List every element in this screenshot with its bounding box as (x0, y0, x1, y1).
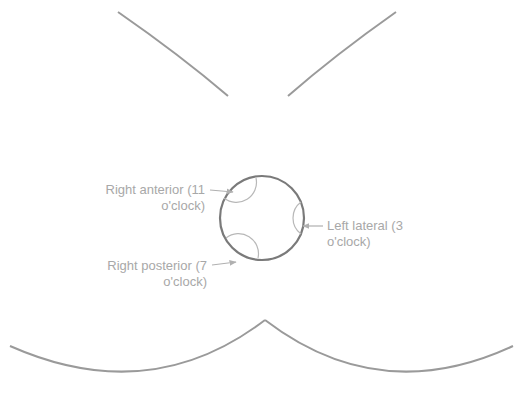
leader-line (303, 225, 323, 226)
hemorrhoid-cushion (224, 178, 256, 202)
buttock-outline (10, 320, 265, 372)
position-label: Right anterior (11 o'clock) (105, 182, 205, 214)
position-label: Right posterior (7 o'clock) (107, 258, 207, 290)
leader-line (210, 190, 233, 192)
hemorrhoid-cushion (226, 234, 258, 258)
buttock-outline (288, 12, 396, 96)
buttock-outline (265, 320, 513, 372)
leader-line (212, 262, 236, 265)
position-label: Left lateral (3 o'clock) (327, 218, 407, 250)
anal-canal (220, 176, 304, 260)
buttock-outline (118, 12, 228, 96)
hemorrhoid-cushion (293, 202, 301, 234)
